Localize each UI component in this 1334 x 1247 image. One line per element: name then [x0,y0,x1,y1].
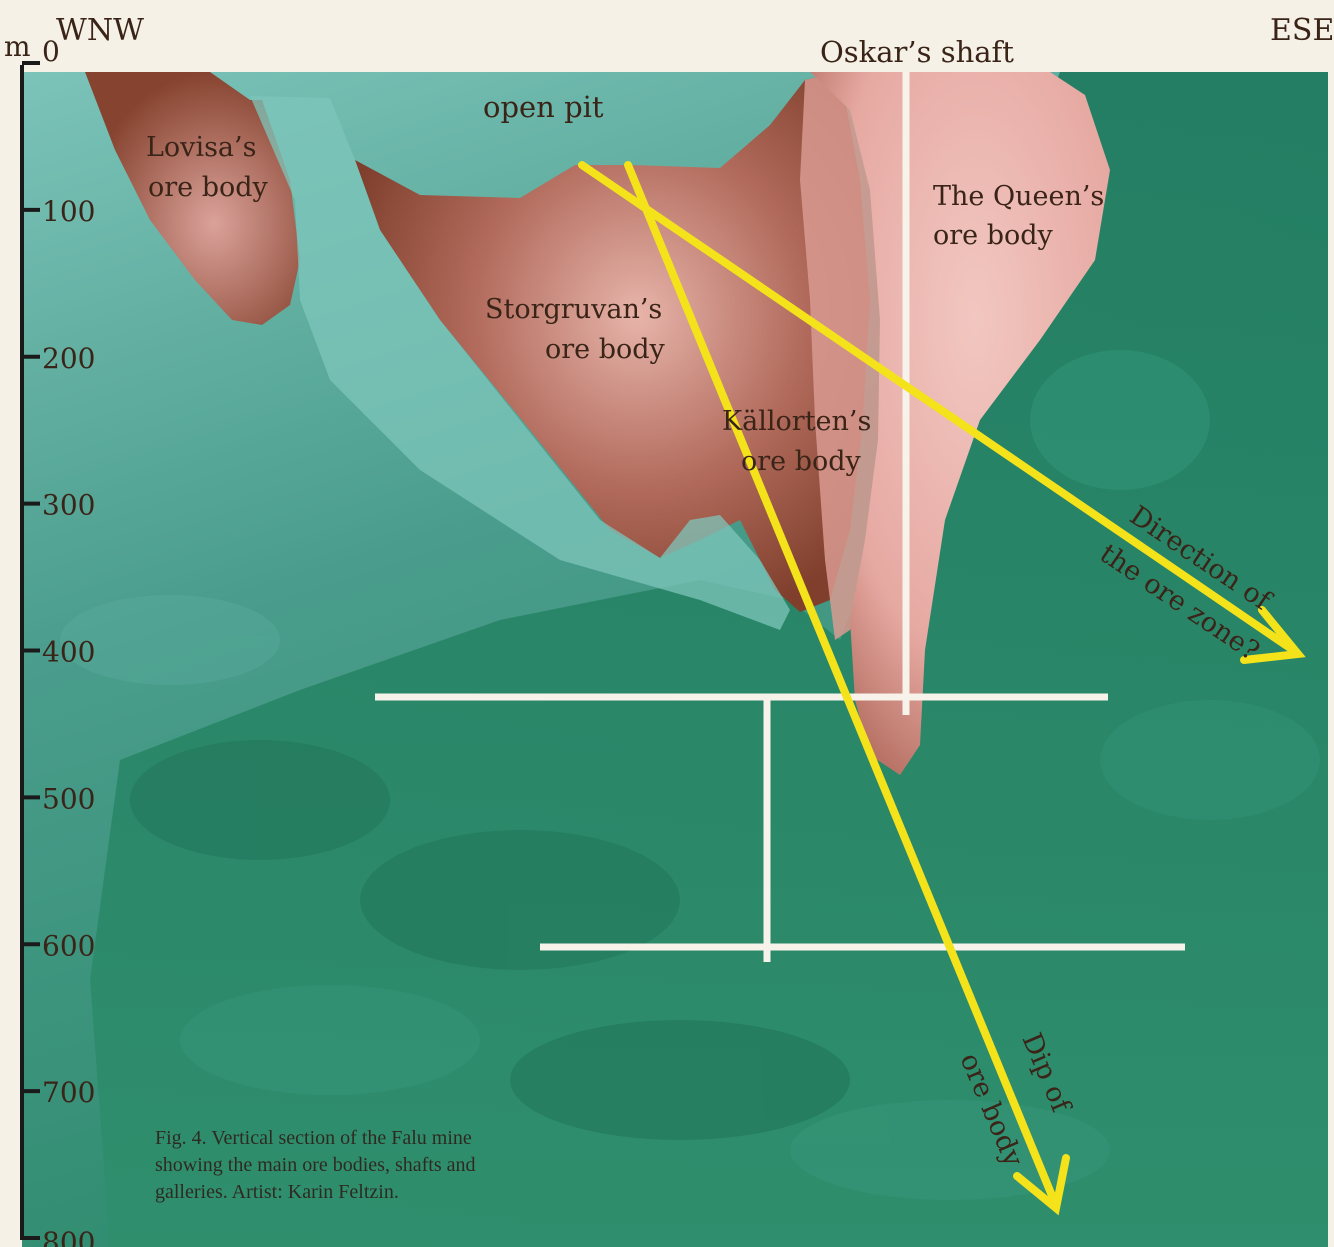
direction-ese: ESE [1270,13,1334,48]
depth-tick-label: 800 [42,1226,95,1247]
label-kallorten-2: ore body [741,446,862,477]
axis-unit: m [4,30,31,63]
depth-tick-label: 700 [42,1076,95,1109]
open-pit [22,0,1334,72]
depth-tick-label: 600 [42,929,95,962]
depth-tick-label: 300 [42,489,95,522]
label-storgruvan-1: Storgruvan’s [485,294,662,325]
caption-line-3: galleries. Artist: Karin Feltzin. [155,1179,575,1206]
label-storgruvan-2: ore body [545,334,666,365]
depth-tick-label: 400 [42,636,95,669]
caption-line-1: Fig. 4. Vertical section of the Falu min… [155,1125,575,1152]
direction-wnw: WNW [56,13,144,48]
depth-tick-label: 100 [42,195,95,228]
label-open-pit: open pit [483,90,604,124]
label-queen-2: ore body [933,220,1054,251]
depth-tick-label: 500 [42,782,95,815]
label-oskars-shaft: Oskar’s shaft [820,35,1014,69]
label-kallorten-1: Källorten’s [722,406,871,437]
figure-caption: Fig. 4. Vertical section of the Falu min… [155,1125,575,1206]
label-queen-1: The Queen’s [933,181,1104,212]
label-lovisa-1: Lovisa’s [146,132,256,163]
label-lovisa-2: ore body [148,172,269,203]
caption-line-2: showing the main ore bodies, shafts and [155,1152,575,1179]
depth-tick-label: 200 [42,342,95,375]
